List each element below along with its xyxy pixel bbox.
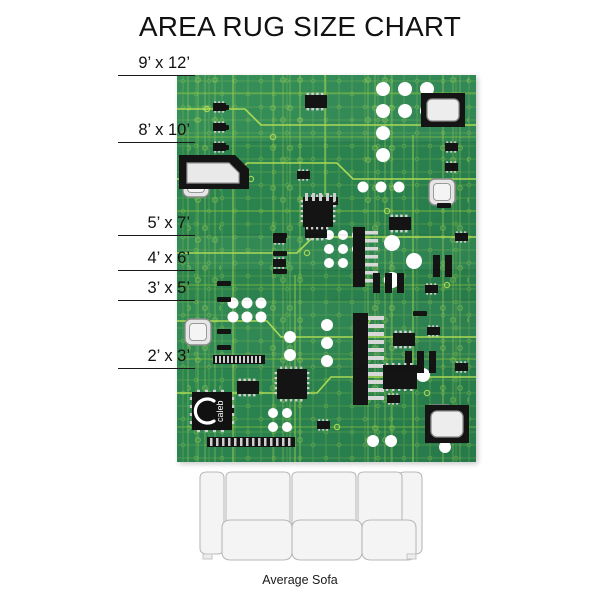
size-label-5x7: 5’ x 7’ (147, 214, 191, 232)
size-tick-line-8x10 (118, 142, 195, 143)
sofa-graphic (199, 471, 423, 561)
size-label-2x3: 2’ x 3’ (147, 347, 191, 365)
connector-strip-upper (353, 227, 378, 287)
size-tick-line-5x7 (118, 235, 195, 236)
size-tick-line-9x12 (118, 75, 195, 76)
size-tick-line-2x3 (118, 368, 195, 369)
size-tick-line-4x6 (118, 270, 195, 271)
silver-components (179, 93, 469, 443)
page-title: AREA RUG SIZE CHART (138, 11, 462, 42)
size-label-9x12: 9’ x 12’ (138, 54, 190, 72)
connector-strip (353, 313, 384, 405)
size-label-8x10: 8’ x 10’ (138, 121, 190, 139)
sofa-caption: Average Sofa (262, 573, 338, 587)
size-tick-line-3x5 (118, 300, 195, 301)
circuit-board-rug-graphic: caleb (177, 75, 476, 462)
rug-image: caleb (177, 75, 476, 462)
size-label-3x5: 3’ x 5’ (147, 279, 191, 297)
size-label-4x6: 4’ x 6’ (147, 249, 191, 267)
circuit-chips (207, 92, 468, 447)
svg-text:caleb: caleb (215, 400, 225, 422)
circuit-pads (227, 82, 451, 453)
caleb-logo-chip: caleb (189, 389, 235, 433)
sofa-illustration (196, 470, 424, 566)
